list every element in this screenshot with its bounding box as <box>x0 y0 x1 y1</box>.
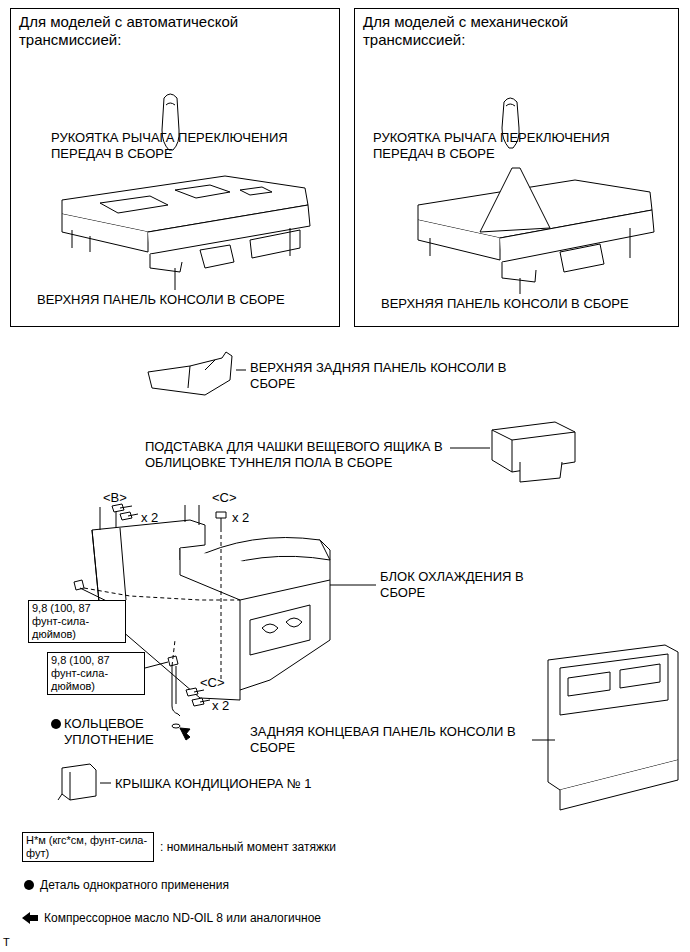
console-upper-panel <box>62 176 310 272</box>
bolt-group: <B> <box>103 490 127 506</box>
leader-line <box>330 585 376 586</box>
ac-cover <box>58 764 96 800</box>
legend-text: Компрессорное масло ND-OIL 8 или аналоги… <box>44 910 321 926</box>
console-upper-panel <box>430 228 630 258</box>
cup-holder <box>520 462 562 482</box>
leader-line <box>175 268 176 290</box>
bolt <box>120 512 138 520</box>
cooling-unit <box>92 528 330 612</box>
parts-illustration <box>58 94 678 810</box>
shift-knob <box>506 104 515 106</box>
leader-line <box>450 448 490 449</box>
console-upper-panel <box>560 244 604 272</box>
pipe <box>176 666 177 704</box>
upper-rear-panel <box>148 352 232 395</box>
console-upper-panel <box>175 185 230 198</box>
rear-end-panel <box>548 645 678 810</box>
console-upper-panel <box>150 254 182 272</box>
oil-arrow <box>180 728 190 740</box>
panel-heading: Для моделей с механической трансмиссией: <box>363 13 663 49</box>
single-use-dot <box>24 880 34 890</box>
console-upper-panel <box>250 230 300 258</box>
bolt-group: <C> <box>212 490 237 506</box>
rear-end-panel <box>560 654 668 715</box>
leader-line <box>532 740 555 741</box>
pipe <box>172 724 180 728</box>
torque-value: 9,8 (100, 87 фунт-сила-дюймов) <box>32 602 122 641</box>
torque-box: 9,8 (100, 87 фунт-сила-дюймов) <box>28 600 126 643</box>
rear-end-panel <box>568 664 660 696</box>
leader-line <box>236 370 246 371</box>
guide-line <box>221 528 222 680</box>
part-name: ВЕРХНЯЯ ПАНЕЛЬ КОНСОЛИ В СБОРЕ <box>381 296 671 312</box>
console-upper-panel <box>418 168 654 282</box>
console-upper-panel <box>240 187 272 195</box>
console-upper-panel <box>100 196 168 213</box>
variant-panel: Для моделей с автоматической трансмиссие… <box>10 8 340 327</box>
upper-rear-panel <box>148 352 232 395</box>
part-name: ВЕРХНЯЯ ПАНЕЛЬ КОНСОЛИ В СБОРЕ <box>37 292 327 308</box>
bolt <box>112 504 132 512</box>
cooling-unit <box>240 600 241 690</box>
leader-line <box>100 783 111 784</box>
part-name: БЛОК ОХЛАЖДЕНИЯ В СБОРЕ <box>380 569 560 601</box>
rear-end-panel <box>560 760 678 810</box>
leader-line <box>80 268 555 783</box>
cup-holder <box>492 422 575 482</box>
single-use-dot <box>51 719 61 729</box>
leader-line <box>145 662 168 668</box>
guide-line <box>172 640 175 666</box>
quantity: x 2 <box>212 698 229 714</box>
bolt <box>216 512 226 528</box>
panel-heading: Для моделей с автоматической трансмиссие… <box>19 13 319 49</box>
part-name: ВЕРХНЯЯ ЗАДНЯЯ ПАНЕЛЬ КОНСОЛИ В СБОРЕ <box>250 360 550 392</box>
cooling-unit <box>262 618 302 633</box>
cooling-unit <box>100 505 199 530</box>
part-name: РУКОЯТКА РЫЧАГА ПЕРЕКЛЮЧЕНИЯ ПЕРЕДАЧ В С… <box>373 130 643 162</box>
part-name: КРЫШКА КОНДИЦИОНЕРА № 1 <box>115 776 355 792</box>
bolt-group: <C> <box>200 675 225 691</box>
console-upper-panel <box>62 214 148 252</box>
part-name: КОЛЬЦЕВОЕ УПЛОТНЕНИЕ <box>64 716 174 748</box>
legend-text: Деталь однократного применения <box>40 877 229 893</box>
torque-box: Н*м (кгс*см, фунт-сила-фут) <box>22 832 154 862</box>
upper-rear-panel <box>188 360 215 388</box>
console-upper-panel <box>480 168 550 232</box>
quantity: x 2 <box>232 510 249 526</box>
ac-cover <box>62 764 96 800</box>
part-name: ПОДСТАВКА ДЛЯ ЧАШКИ ВЕЩЕВОГО ЯЩИКА В ОБЛ… <box>145 439 447 471</box>
leader-line <box>520 278 521 294</box>
ac-cover <box>58 772 70 800</box>
oil-arrow <box>22 912 38 924</box>
bolt <box>74 580 84 590</box>
part-name: РУКОЯТКА РЫЧАГА ПЕРЕКЛЮЧЕНИЯ ПЕРЕДАЧ В С… <box>51 130 321 162</box>
pipe <box>172 666 180 716</box>
bolt <box>192 698 210 706</box>
variant-panel: Для моделей с механической трансмиссией:… <box>354 8 679 327</box>
part-name: ЗАДНЯЯ КОНЦЕВАЯ ПАНЕЛЬ КОНСОЛИ В СБОРЕ <box>250 724 530 756</box>
cooling-unit <box>250 605 310 655</box>
figure-mark: T <box>3 934 10 950</box>
shift-knob <box>166 103 175 105</box>
torque-box: 9,8 (100, 87 фунт-сила-дюймов) <box>47 652 145 695</box>
torque-value: 9,8 (100, 87 фунт-сила-дюймов) <box>51 654 141 693</box>
guide-line <box>84 588 240 600</box>
legend-text: : номинальный момент затяжки <box>160 839 336 855</box>
torque-value: Н*м (кгс*см, фунт-сила-фут) <box>26 834 150 860</box>
console-upper-panel <box>502 262 536 282</box>
quantity: x 2 <box>141 510 158 526</box>
console-upper-panel <box>200 245 234 268</box>
pipe <box>172 666 180 728</box>
console-upper-panel <box>72 228 290 256</box>
